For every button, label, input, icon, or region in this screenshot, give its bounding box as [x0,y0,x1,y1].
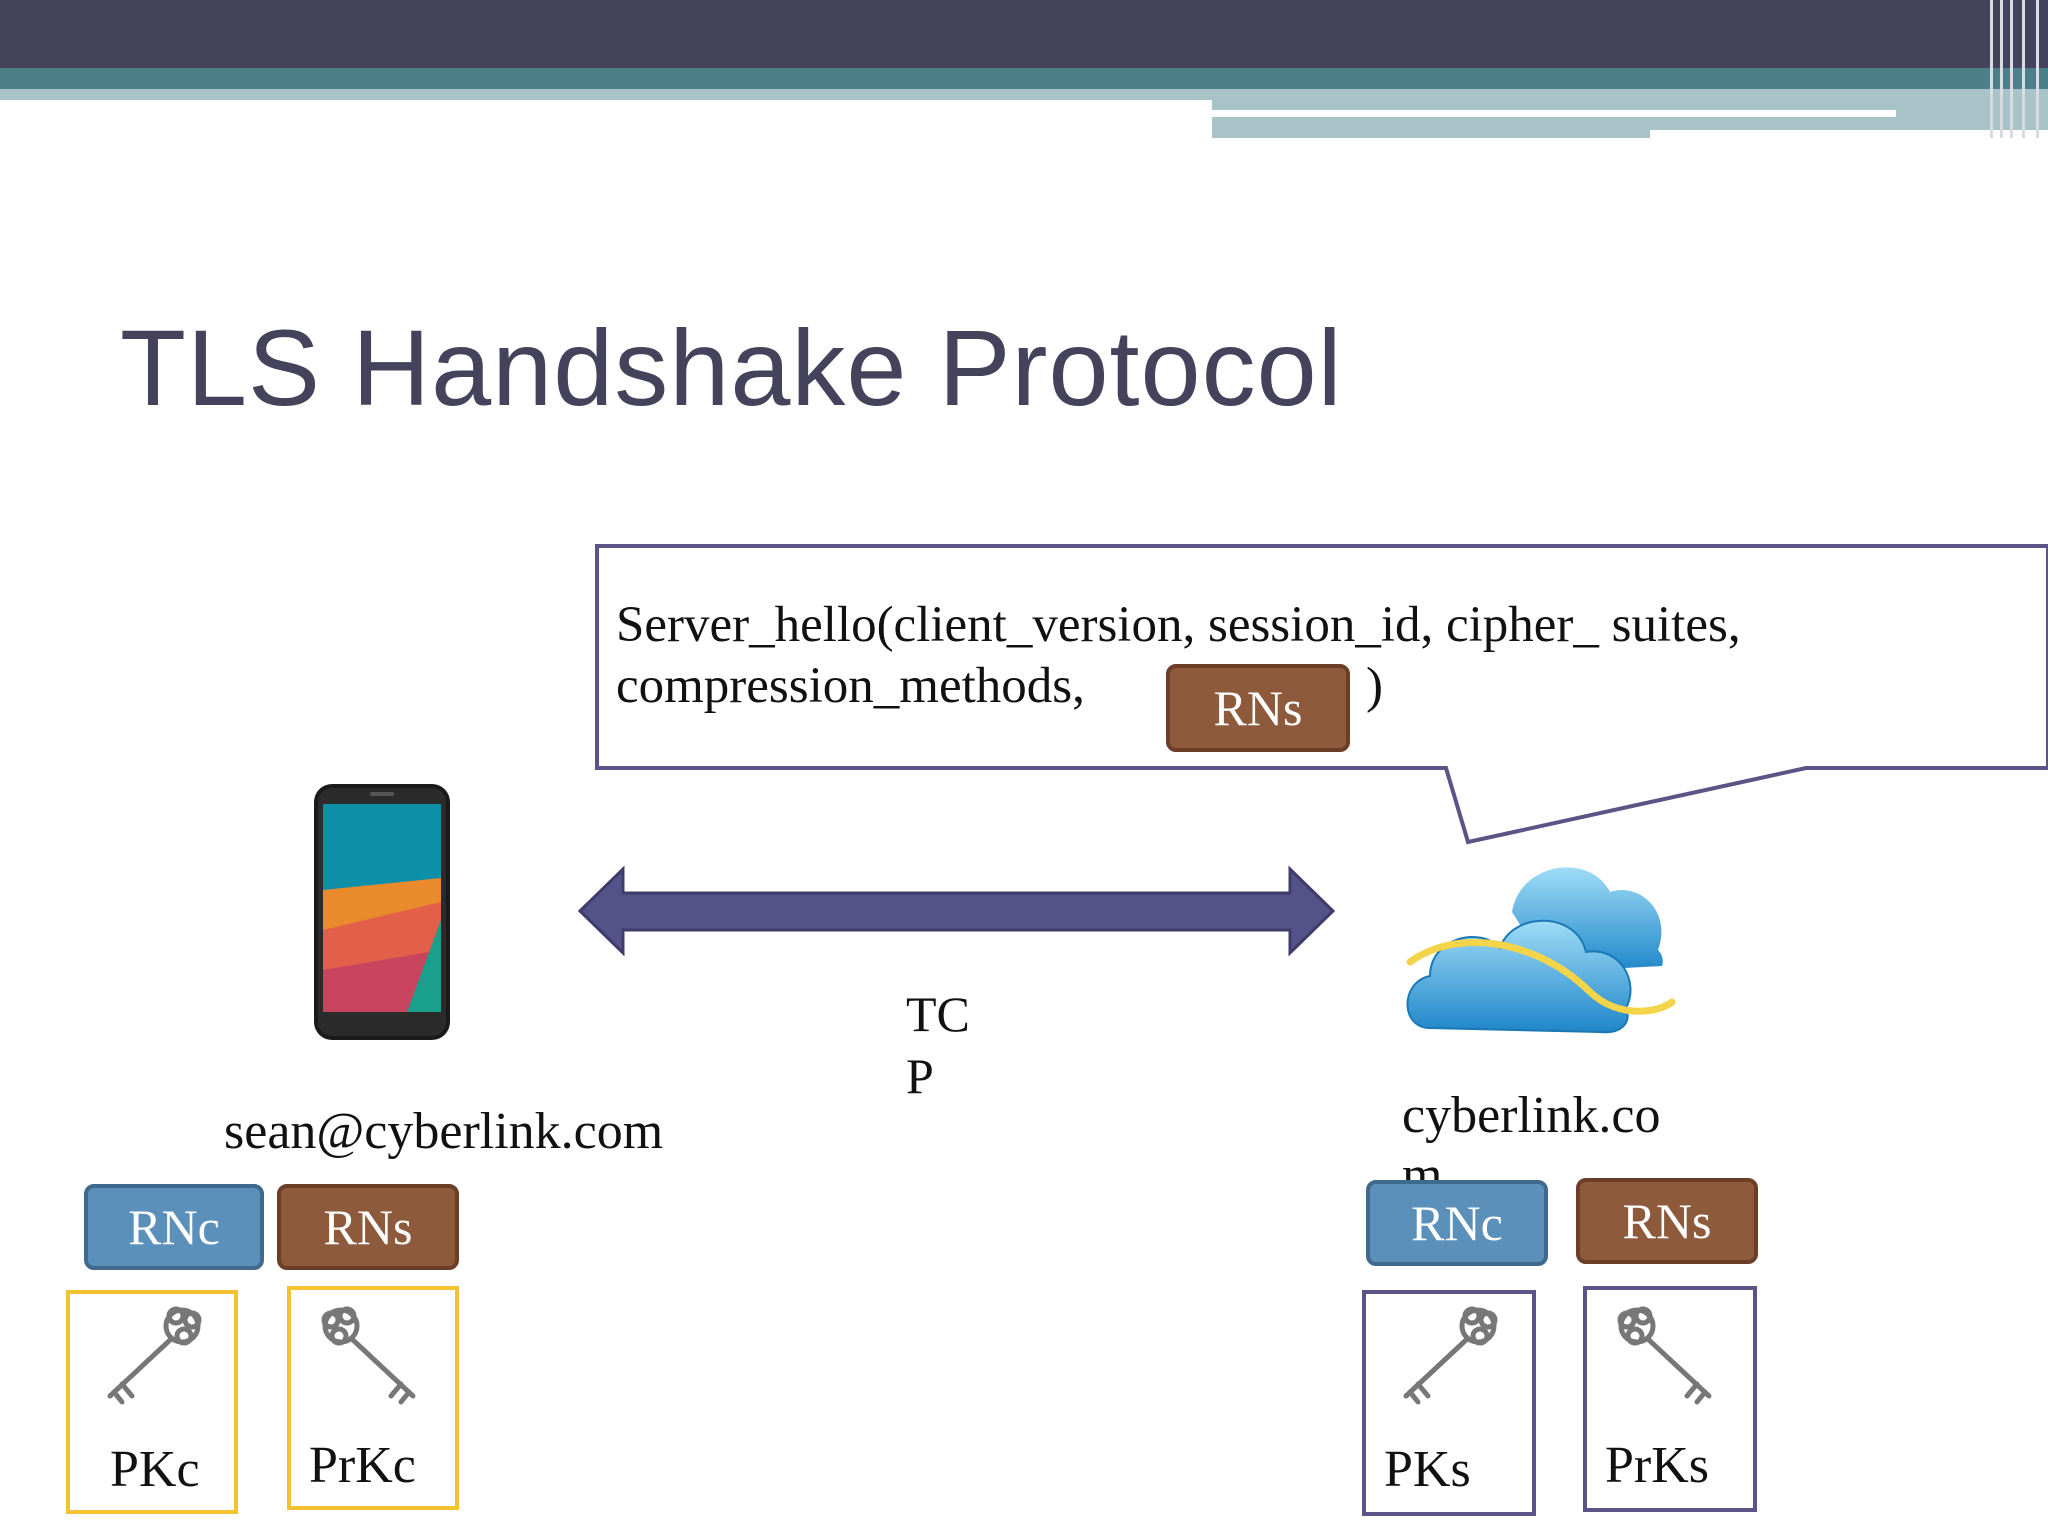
tcp-label: TCP [906,986,970,1104]
server-public-key-box: PKs [1362,1290,1536,1516]
client-private-key-label: PrKc [309,1437,416,1494]
message-closing-paren: ) [1366,658,1383,714]
client-rnc-tag: RNc [84,1184,264,1270]
header-stripe [2036,0,2039,138]
smartphone-icon [314,784,450,1040]
tcp-double-arrow [577,865,1336,957]
header-bar-light [0,89,1212,100]
client-private-key-box: PrKc [287,1286,459,1510]
header-stripe [2022,0,2025,138]
client-public-key-label: PKc [110,1441,200,1498]
client-address: sean@cyberlink.com [224,1103,664,1160]
message-rns-tag: RNs [1166,664,1350,752]
message-text-line1: Server_hello(client_version, session_id,… [616,597,1741,653]
server-rnc-tag: RNc [1366,1180,1548,1266]
server-private-key-box: PrKs [1583,1286,1757,1512]
server-public-key-label: PKs [1384,1441,1471,1498]
header-divider-gap [1650,130,2048,138]
header-bar-teal [0,68,2048,89]
cloud-icon [1406,867,1676,1034]
key-icon [321,1306,416,1405]
server-address: cyberlink.com [1402,1087,1661,1182]
server-private-key-label: PrKs [1605,1437,1710,1494]
header-bar-dark [0,0,2048,68]
header-stripe [2010,0,2013,138]
slide-title: TLS Handshake Protocol [120,307,1343,428]
message-text-line2: compression_methods, [616,658,1085,714]
header-divider-line [1212,110,1896,117]
header-stripe [1990,0,1993,138]
header-stripe [2000,0,2003,138]
client-public-key-box: PKc [66,1290,238,1514]
client-rns-tag: RNs [277,1184,459,1270]
key-icon [107,1306,202,1405]
key-icon [1403,1306,1498,1405]
server-rns-tag: RNs [1576,1178,1758,1264]
key-icon [1617,1306,1712,1405]
